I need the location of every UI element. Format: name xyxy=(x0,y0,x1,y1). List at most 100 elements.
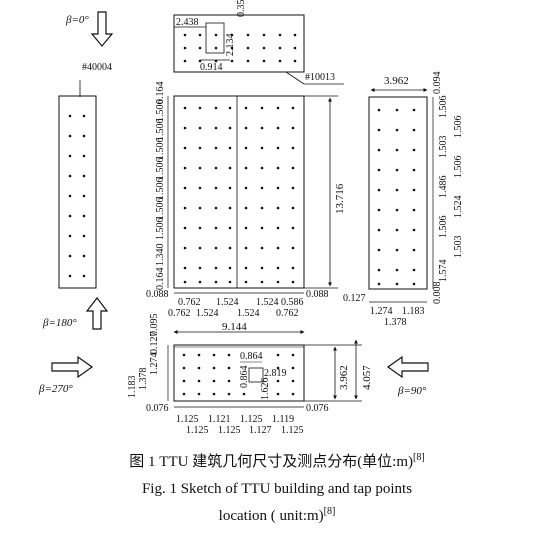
dimension-label: 1.121 xyxy=(208,414,231,425)
tap-point xyxy=(230,46,234,50)
tap-point xyxy=(182,366,186,370)
door-dim2-label: 2.819 xyxy=(264,368,287,379)
left-face-vertical-dims: 0.1641.5061.5061.5061.5061.5061.5061.506… xyxy=(155,82,166,291)
tap-point xyxy=(68,134,72,138)
tap-point xyxy=(278,59,282,63)
tap-point xyxy=(293,46,297,50)
tap-point xyxy=(260,186,264,190)
dimension-label: 1.125 xyxy=(176,414,199,425)
caption-zh: 图 1 TTU 建筑几何尺寸及测点分布(单位:m)[8] xyxy=(0,450,554,471)
dimension-label: 1.524 xyxy=(256,297,279,308)
tap-point xyxy=(183,106,187,110)
caption-en-line2-wrap: location ( unit:m)[8] xyxy=(0,506,554,525)
dimension-label: 1.340 xyxy=(155,244,166,267)
tap-point xyxy=(412,208,416,212)
tap-point xyxy=(198,126,202,130)
tap-point xyxy=(228,206,232,210)
tap-label-10013: #10013 xyxy=(305,72,335,83)
door-opening xyxy=(248,367,264,383)
dimension-label: 1.127 xyxy=(249,425,272,436)
tap-point xyxy=(377,268,381,272)
tap-point xyxy=(198,166,202,170)
tap-point xyxy=(68,174,72,178)
left-narrow-tap-grid xyxy=(68,114,86,278)
tap-point xyxy=(276,166,280,170)
tap-point xyxy=(293,59,297,63)
left-arrow-icon xyxy=(386,355,429,379)
tap-point xyxy=(198,106,202,110)
tap-point xyxy=(412,108,416,112)
tap-point xyxy=(395,188,399,192)
tap-point xyxy=(291,186,295,190)
dimension-label: 1.119 xyxy=(272,414,294,425)
tap-point xyxy=(395,268,399,272)
tap-point xyxy=(395,248,399,252)
tap-point xyxy=(260,126,264,130)
tap-point xyxy=(260,146,264,150)
tap-point xyxy=(228,266,232,270)
tap-point xyxy=(293,33,297,37)
door-width-label: 0.864 xyxy=(240,351,263,362)
svg-text:β=180°: β=180° xyxy=(42,317,77,329)
tap-point xyxy=(183,226,187,230)
dimension-label: 1.506 xyxy=(438,96,449,119)
dimension-label: 1.506 xyxy=(453,116,464,139)
tap-point xyxy=(82,134,86,138)
dimension-label: 1.524 xyxy=(196,308,219,319)
dimension-label: 1.506 xyxy=(155,100,166,123)
tap-point xyxy=(291,353,295,357)
tap-point xyxy=(412,268,416,272)
tap-point xyxy=(291,392,295,396)
bottom-corner-left: 0.076 xyxy=(146,403,169,414)
svg-text:β=0°: β=0° xyxy=(65,14,89,26)
tap-point xyxy=(260,106,264,110)
tap-point xyxy=(395,148,399,152)
tap-point xyxy=(228,166,232,170)
wind-angle-0: β=0° xyxy=(65,11,114,47)
tap-point xyxy=(68,154,72,158)
tap-point xyxy=(183,59,187,63)
tap-point xyxy=(276,353,280,357)
right-bottom-left: 0.127 xyxy=(343,293,366,304)
tap-point xyxy=(276,280,280,284)
dimension-label: 0.762 xyxy=(178,297,201,308)
tap-point xyxy=(212,366,216,370)
tap-point xyxy=(214,246,218,250)
tap-point xyxy=(377,228,381,232)
tap-point xyxy=(246,46,250,50)
tap-point xyxy=(291,206,295,210)
tap-point xyxy=(242,392,246,396)
tap-point xyxy=(291,280,295,284)
tap-point xyxy=(227,366,231,370)
tap-point xyxy=(68,194,72,198)
tap-point xyxy=(262,33,266,37)
tap-point xyxy=(230,59,234,63)
tap-point xyxy=(377,248,381,252)
bottom-left-dim: 1.378 xyxy=(138,368,149,391)
dimension-label: 1.125 xyxy=(281,425,304,436)
dimension-label: 1.506 xyxy=(155,178,166,201)
up-arrow-icon xyxy=(85,297,109,330)
tap-point xyxy=(214,146,218,150)
tap-point xyxy=(244,166,248,170)
tap-point xyxy=(230,33,234,37)
tap-point xyxy=(183,126,187,130)
tap-point xyxy=(214,186,218,190)
bottom-corner-right: 0.076 xyxy=(306,403,329,414)
tap-point xyxy=(183,266,187,270)
tap-point xyxy=(214,280,218,284)
tap-point xyxy=(182,379,186,383)
right-bottom-dim: 1.378 xyxy=(384,317,407,328)
tap-label-40004: #40004 xyxy=(82,62,112,73)
tap-point xyxy=(183,246,187,250)
tap-point xyxy=(183,46,187,50)
tap-point xyxy=(183,206,187,210)
tap-point xyxy=(68,274,72,278)
tap-point xyxy=(260,246,264,250)
dimension-label: 1.524 xyxy=(453,196,464,219)
down-arrow-icon xyxy=(90,11,114,47)
tap-point xyxy=(82,274,86,278)
tap-point xyxy=(244,126,248,130)
tap-point xyxy=(228,106,232,110)
